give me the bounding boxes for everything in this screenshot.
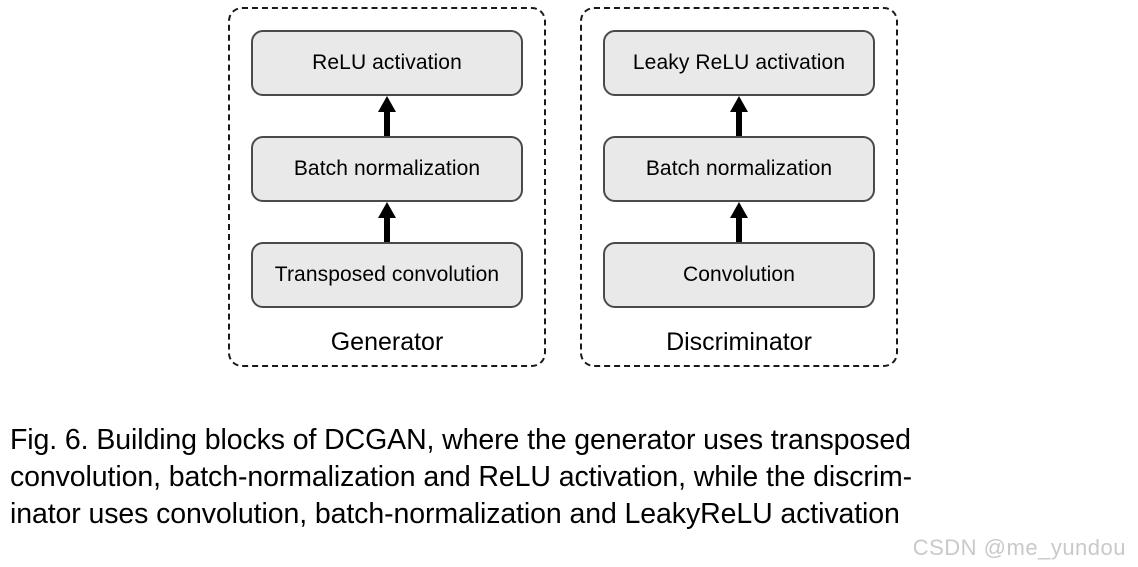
arrow-up-icon [730, 202, 748, 218]
arrow-shaft [384, 215, 390, 242]
generator-arrow-conv-to-bn [251, 202, 523, 242]
arrow-up-icon [378, 202, 396, 218]
discriminator-arrow-conv-to-bn [603, 202, 875, 242]
discriminator-block-leaky-relu-activation: Leaky ReLU activation [603, 30, 875, 96]
generator-block-stack: ReLU activation Batch normalization Tran… [251, 30, 523, 308]
arrow-shaft [384, 109, 390, 136]
module-discriminator: Leaky ReLU activation Batch normalizatio… [580, 7, 898, 367]
caption-line-2: convolution, batch-normalization and ReL… [10, 461, 913, 493]
discriminator-label: Discriminator [666, 328, 812, 356]
discriminator-block-convolution: Convolution [603, 242, 875, 308]
generator-label: Generator [330, 328, 444, 356]
discriminator-block-batch-normalization: Batch normalization [603, 136, 875, 202]
figure-diagram: ReLU activation Batch normalization Tran… [228, 7, 898, 367]
arrow-shaft [736, 109, 742, 136]
arrow-shaft [736, 215, 742, 242]
generator-block-relu-activation: ReLU activation [251, 30, 523, 96]
figure-caption: Fig. 6. Building blocks of DCGAN, where … [10, 422, 1134, 533]
caption-line-3: inator uses convolution, batch-normaliza… [10, 498, 900, 530]
generator-arrow-bn-to-relu [251, 96, 523, 136]
generator-block-batch-normalization: Batch normalization [251, 136, 523, 202]
watermark: CSDN @me_yundou [912, 535, 1126, 560]
caption-line-1: Fig. 6. Building blocks of DCGAN, where … [10, 424, 911, 456]
discriminator-arrow-bn-to-leakyrelu [603, 96, 875, 136]
arrow-up-icon [378, 96, 396, 112]
generator-block-transposed-convolution: Transposed convolution [251, 242, 523, 308]
arrow-up-icon [730, 96, 748, 112]
discriminator-block-stack: Leaky ReLU activation Batch normalizatio… [603, 30, 875, 308]
module-generator: ReLU activation Batch normalization Tran… [228, 7, 546, 367]
